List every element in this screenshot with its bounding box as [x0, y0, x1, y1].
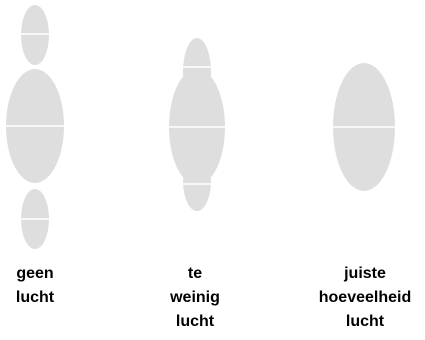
label-te-weinig-lucht: te weinig lucht: [130, 262, 260, 334]
label-line: lucht: [130, 310, 260, 334]
segment-top: [21, 5, 49, 65]
shape-juiste-hoeveelheid-lucht: [333, 63, 395, 191]
label-line: hoeveelheid: [300, 286, 425, 310]
label-geen-lucht: geen lucht: [0, 262, 100, 310]
label-line: te: [130, 262, 260, 286]
label-line: lucht: [300, 310, 425, 334]
shape-te-weinig-lucht: [169, 38, 225, 211]
label-line: juiste: [300, 262, 425, 286]
label-line: weinig: [130, 286, 260, 310]
label-line: geen: [0, 262, 100, 286]
label-juiste-hoeveelheid-lucht: juiste hoeveelheid lucht: [300, 262, 425, 334]
shape-geen-lucht: [6, 5, 64, 249]
label-line: lucht: [0, 286, 100, 310]
